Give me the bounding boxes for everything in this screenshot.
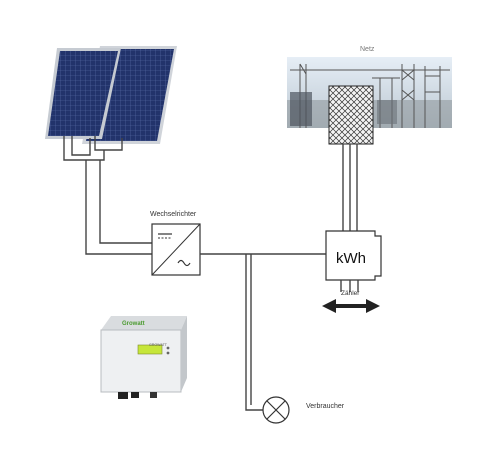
device-model-label: GROWATT — [149, 343, 167, 347]
solar-panel-icon — [45, 46, 177, 144]
energy-meter-icon — [325, 230, 382, 292]
consumer-label: Verbraucher — [306, 403, 345, 410]
bidirectional-arrow-icon — [322, 299, 380, 313]
meter-unit-label: kWh — [336, 250, 366, 267]
grid-lines — [342, 144, 358, 231]
panel-wiring — [63, 136, 152, 255]
inverter-symbol-icon — [151, 223, 201, 276]
inverter-label: Wechselrichter — [150, 211, 197, 218]
meter-label: Zähler — [341, 290, 360, 297]
ac-wiring — [200, 253, 326, 411]
inverter-device-icon — [100, 316, 187, 399]
grid-substation-icon — [287, 57, 452, 145]
device-brand-label: Growatt — [122, 321, 145, 327]
grid-label: Netz — [360, 46, 375, 53]
lamp-symbol-icon — [262, 396, 290, 424]
